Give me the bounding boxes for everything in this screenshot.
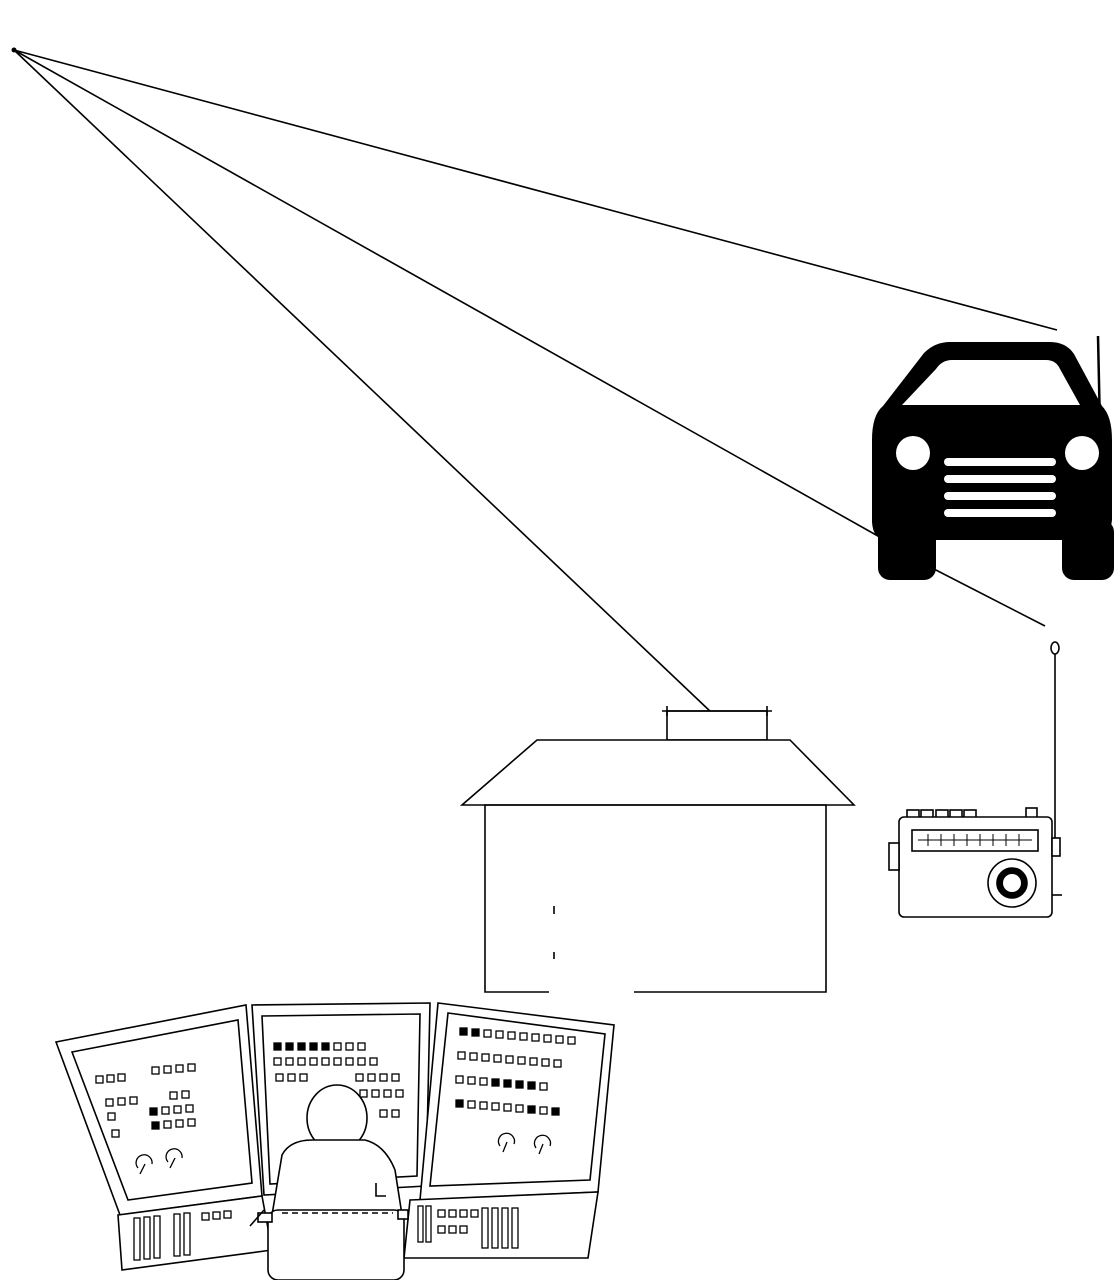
portable-radio-icon: [888, 641, 1062, 918]
operator-chair: [267, 1209, 405, 1281]
signal-line-to-car: [13, 49, 1058, 331]
car-icon: [872, 335, 1114, 580]
house-roof: [459, 739, 856, 806]
signal-line-to-radio: [13, 49, 886, 541]
signal-lines: [13, 49, 1058, 714]
roof-antenna-box: [666, 710, 768, 741]
console-buttons: [95, 1027, 576, 1138]
broadcast-origin-point: [11, 47, 17, 53]
signal-line-to-house: [13, 49, 713, 714]
operator-body: [271, 1139, 403, 1216]
signal-line-to-radio-continued: [931, 567, 1046, 627]
console-gauges: [135, 1132, 552, 1175]
house-with-roof-antenna-icon: [459, 706, 856, 993]
operator-figure: [249, 1084, 409, 1281]
console-switch-banks: [133, 1205, 519, 1261]
house-walls: [484, 804, 827, 993]
operator-control-console-icon: [54, 1002, 615, 1281]
